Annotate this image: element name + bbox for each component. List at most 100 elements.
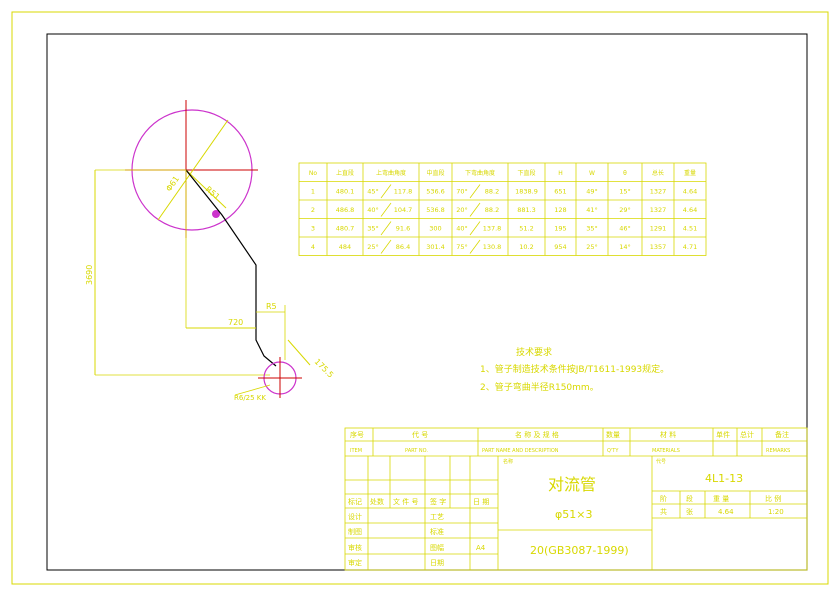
dim-vertical: 3690 (85, 169, 270, 376)
table-header: 总长 (652, 169, 664, 177)
bom-code-en: PART NO. (405, 448, 428, 454)
bom-remark: 备注 (775, 430, 789, 439)
standard: 标准 (430, 527, 444, 536)
table-cell: 86.4 (396, 243, 410, 251)
table-slash (469, 221, 481, 236)
process: 工艺 (430, 513, 444, 521)
table-cell: 14° (619, 243, 631, 251)
part-spec: φ51×3 (555, 508, 592, 521)
table-cell: 1838.9 (515, 188, 538, 196)
bom-remark-en: REMARKS (766, 448, 790, 454)
table-header: H (558, 170, 563, 177)
table-cell: 881.3 (517, 206, 536, 214)
table-cell: 480.7 (336, 225, 355, 233)
design: 设计 (348, 512, 362, 521)
weight-value: 4.64 (718, 508, 734, 516)
diameter-dimension-line (157, 119, 229, 221)
sheet-size: A4 (476, 544, 486, 552)
table-cell: 4.64 (683, 206, 697, 214)
table-cell: 10.2 (519, 243, 533, 251)
table-cell: 1327 (650, 206, 667, 214)
bom-mat: 材 料 (660, 430, 676, 439)
table-cell: 40° (367, 206, 379, 214)
table-cell: 25° (586, 243, 598, 251)
table-cell: 536.8 (426, 206, 445, 214)
bom-single: 单件 (716, 430, 730, 439)
weight-label: 重 量 (713, 495, 729, 503)
technical-notes: 技术要求 1、管子制造技术条件按JB/T1611-1993规定。 2、管子弯曲半… (480, 346, 669, 393)
table-cell: 300 (429, 225, 441, 233)
bom-qty: 数量 (606, 430, 620, 439)
table-slash (380, 239, 392, 254)
outer-frame (11, 11, 829, 585)
bom-seq: 序号 (350, 430, 364, 439)
table-cell: 75° (456, 243, 468, 251)
pipe-top-view: Φ61 R51 (125, 100, 258, 238)
table-slash (380, 221, 392, 236)
table-cell: 15° (619, 188, 631, 196)
dim-vertical-text: 3690 (85, 265, 94, 285)
rev-date: 日 期 (473, 498, 489, 506)
part-name: 对流管 (548, 475, 596, 494)
table-header: W (589, 170, 595, 177)
stage-mark: 段 (686, 494, 693, 503)
table-cell: 29° (619, 206, 631, 214)
table-cell: 4 (311, 243, 315, 251)
table-cell: 1 (311, 188, 315, 196)
bom-mat-en: MATERIALS (652, 448, 680, 454)
table-cell: 480.1 (336, 188, 355, 196)
title-block (344, 427, 808, 571)
rev-count: 处数 (370, 497, 384, 506)
bom-name-en: PART NAME AND DESCRIPTION (482, 448, 559, 454)
table-cell: 117.8 (394, 188, 413, 196)
dim-diagonal-text: 175.5 (313, 357, 336, 380)
table-cell: 486.8 (336, 206, 355, 214)
table-slash (469, 239, 481, 254)
table-cell: 4.51 (683, 225, 697, 233)
pipe-bend-path (185, 169, 277, 367)
bom-seq-en: ITEM (350, 448, 362, 454)
table-cell: 2 (311, 206, 315, 214)
table-cell: 35° (586, 225, 598, 233)
draw: 制图 (348, 527, 362, 536)
check: 审核 (348, 543, 362, 552)
small-circle-label: R6/25 KK (234, 394, 266, 402)
table-cell: 651 (554, 188, 566, 196)
table-cell: 536.6 (426, 188, 445, 196)
table-cell: 40° (456, 225, 468, 233)
table-header: 中直段 (426, 169, 444, 177)
table-cell: 91.6 (396, 225, 410, 233)
table-cell: 46° (619, 225, 631, 233)
circle-label-2: R51 (204, 185, 222, 202)
table-slash (380, 184, 392, 199)
table-cell: 45° (367, 188, 379, 196)
sheet-total: 共 (660, 507, 667, 516)
table-cell: 954 (554, 243, 566, 251)
table-header: 下直段 (517, 169, 535, 177)
title-block-text: 序号 ITEM 代 号 PART NO. 名 称 及 规 格 PART NAME… (348, 430, 790, 567)
table-cell: 130.8 (483, 243, 502, 251)
sheet-of: 张 (686, 507, 693, 516)
table-header: 上弯曲角度 (376, 169, 406, 177)
stage: 阶 (660, 494, 667, 503)
table-cell: 4.64 (683, 188, 697, 196)
inner-frame (46, 33, 808, 571)
scale-value: 1:20 (768, 508, 784, 516)
table-header: 下弯曲角度 (465, 169, 495, 177)
table-cell: 88.2 (485, 206, 499, 214)
table-slash (380, 202, 392, 217)
notes-line-1: 1、管子制造技术条件按JB/T1611-1993规定。 (480, 363, 669, 375)
material: 20(GB3087-1999) (530, 544, 629, 557)
bom-qty-en: Q'TY (607, 448, 619, 454)
table-header: No (309, 170, 317, 177)
rev-mark: 标记 (348, 497, 362, 506)
dim-small-text: R5 (266, 302, 277, 311)
table-cell: 49° (586, 188, 598, 196)
table-cell: 4.71 (683, 243, 697, 251)
rev-sign: 签 字 (430, 497, 446, 506)
name-tag: 名称 (503, 458, 513, 465)
bom-total: 总计 (740, 430, 754, 439)
sheet-size-label: 图幅 (430, 543, 444, 552)
table-cell: 301.4 (426, 243, 445, 251)
